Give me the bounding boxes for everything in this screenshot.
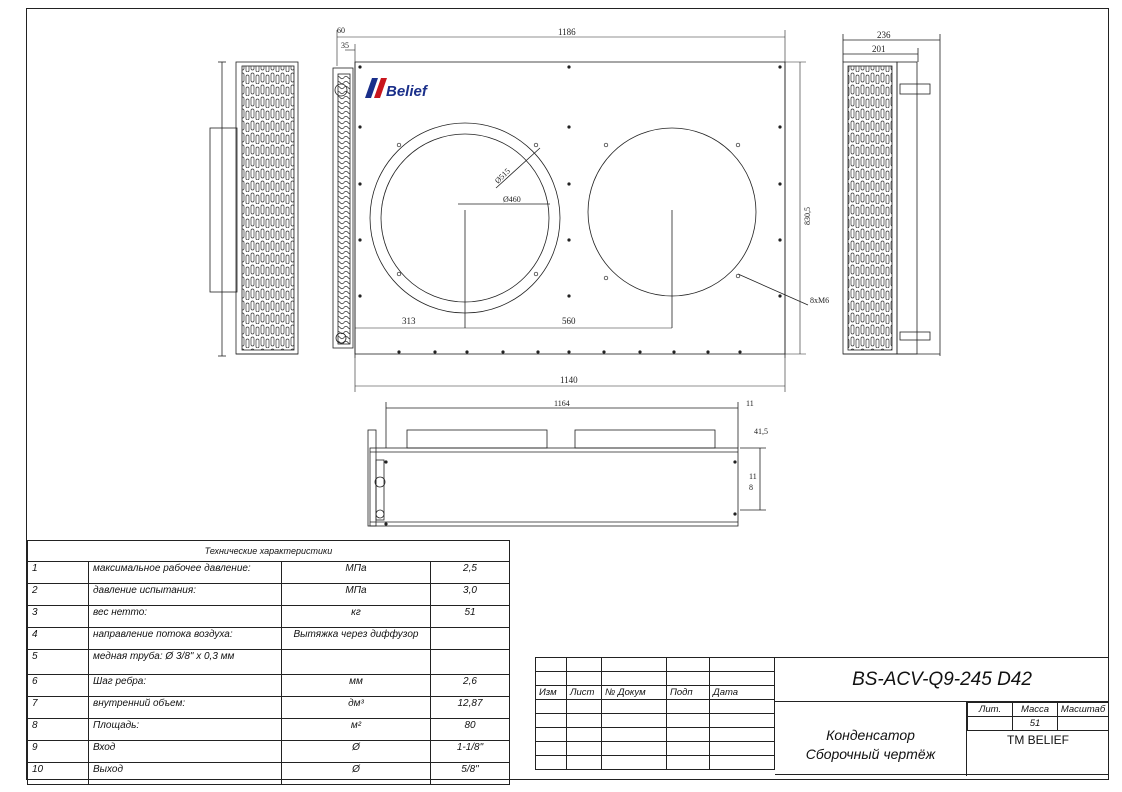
row-name: направление потока воздуха: <box>88 627 282 650</box>
table-row: 7 внутренний объем: дм³ 12,87 <box>27 696 510 719</box>
dim-1164: 1164 <box>554 399 570 408</box>
table-row: 2 давление испытания: МПа 3,0 <box>27 583 510 606</box>
row-value: 3,0 <box>430 583 510 606</box>
row-num: 7 <box>27 696 89 719</box>
row-value: 2,6 <box>430 674 510 697</box>
bottom-view <box>367 402 766 527</box>
table-row: 10 Выход Ø 5/8" <box>27 762 510 785</box>
row-num: 1 <box>27 561 89 584</box>
header-izm: Изм <box>535 685 567 700</box>
dim-560: 560 <box>562 316 576 326</box>
dim-diam-460: Ø460 <box>503 195 521 204</box>
front-holes <box>358 65 782 354</box>
row-num: 3 <box>27 605 89 628</box>
table-row: 9 Вход Ø 1-1/8" <box>27 740 510 763</box>
drawing-name-line2: Сборочный чертёж <box>805 746 936 762</box>
row-value <box>430 627 510 650</box>
dim-313: 313 <box>402 316 416 326</box>
lit-mass-scale-grid: Лит. Масса Масштаб 51 <box>967 702 1109 731</box>
drawing-name: Конденсатор Сборочный чертёж <box>775 702 967 776</box>
table-row: 4 направление потока воздуха: Вытяжка че… <box>27 627 510 650</box>
owner-label: ТМ BELIEF <box>1006 733 1069 747</box>
tech-table-title: Технические характеристики <box>27 540 510 562</box>
label-mass: Масса <box>1012 702 1058 717</box>
title-block: BS-ACV-Q9-245 D42 Конденсатор Сборочный … <box>775 657 1109 776</box>
row-num: 10 <box>27 762 89 785</box>
left-side-view <box>209 61 299 357</box>
row-unit: Ø <box>281 740 431 763</box>
right-side-view <box>842 34 941 356</box>
row-name: внутренний объем: <box>88 696 282 719</box>
row-value: 51 <box>430 605 510 628</box>
table-row: 1 максимальное рабочее давление: МПа 2,5 <box>27 561 510 584</box>
row-unit: дм³ <box>281 696 431 719</box>
row-name: давление испытания: <box>88 583 282 606</box>
row-unit <box>281 649 431 675</box>
dim-1140: 1140 <box>560 375 578 385</box>
dim-201: 201 <box>872 44 886 54</box>
revision-grid: Изм Лист № Докум Подп Дата <box>535 657 775 770</box>
table-row: 3 вес нетто: кг 51 <box>27 605 510 628</box>
row-unit: МПа <box>281 583 431 606</box>
dim-8: 8 <box>749 483 753 492</box>
header-date: Дата <box>709 685 775 700</box>
row-value: 1-1/8" <box>430 740 510 763</box>
row-num: 2 <box>27 583 89 606</box>
row-num: 4 <box>27 627 89 650</box>
fan-screw-holes <box>396 142 741 281</box>
row-value: 5/8" <box>430 762 510 785</box>
drawing-name-line1: Конденсатор <box>826 727 915 743</box>
header-list: Лист <box>566 685 602 700</box>
row-name: медная труба: Ø 3/8" х 0,3 мм <box>88 649 282 675</box>
row-name: максимальное рабочее давление: <box>88 561 282 584</box>
front-view <box>332 61 809 358</box>
row-name: Шаг ребра: <box>88 674 282 697</box>
row-unit: кг <box>281 605 431 628</box>
dim-35: 35 <box>341 41 349 50</box>
header-doc: № Докум <box>601 685 667 700</box>
label-lit: Лит. <box>967 702 1013 717</box>
row-num: 5 <box>27 649 89 675</box>
dim-11-top: 11 <box>746 399 754 408</box>
row-unit: МПа <box>281 561 431 584</box>
dim-holes-m6: 8хМ6 <box>810 296 829 305</box>
dim-830: 830,5 <box>803 207 812 225</box>
row-value: 12,87 <box>430 696 510 719</box>
dim-60: 60 <box>337 26 345 35</box>
row-unit: Вытяжка через диффузор <box>281 627 431 650</box>
row-value: 2,5 <box>430 561 510 584</box>
row-num: 8 <box>27 718 89 741</box>
row-name: Площадь: <box>88 718 282 741</box>
table-row: 5 медная труба: Ø 3/8" х 0,3 мм <box>27 649 510 675</box>
bottom-holes <box>384 460 737 526</box>
front-dimensions <box>336 30 806 392</box>
drawing-frame <box>26 8 1109 780</box>
row-name: Вход <box>88 740 282 763</box>
row-value <box>430 649 510 675</box>
row-unit: мм <box>281 674 431 697</box>
row-name: Выход <box>88 762 282 785</box>
row-value: 80 <box>430 718 510 741</box>
table-row: 8 Площадь: м² 80 <box>27 718 510 741</box>
drawing-code: BS-ACV-Q9-245 D42 <box>775 658 1109 702</box>
tech-table: Технические характеристики 1 максимально… <box>27 540 510 785</box>
belief-logo: Belief <box>365 78 429 100</box>
row-name: вес нетто: <box>88 605 282 628</box>
dim-41-5: 41,5 <box>754 427 768 436</box>
dim-1186: 1186 <box>558 27 576 37</box>
row-num: 6 <box>27 674 89 697</box>
row-num: 9 <box>27 740 89 763</box>
dim-236: 236 <box>877 30 891 40</box>
row-unit: Ø <box>281 762 431 785</box>
mass-value: 51 <box>1012 716 1058 731</box>
table-row: 6 Шаг ребра: мм 2,6 <box>27 674 510 697</box>
logo-text: Belief <box>386 83 429 100</box>
dim-11-side: 11 <box>749 472 757 481</box>
label-scale: Масштаб <box>1057 702 1109 717</box>
header-sign: Подп <box>666 685 710 700</box>
row-unit: м² <box>281 718 431 741</box>
